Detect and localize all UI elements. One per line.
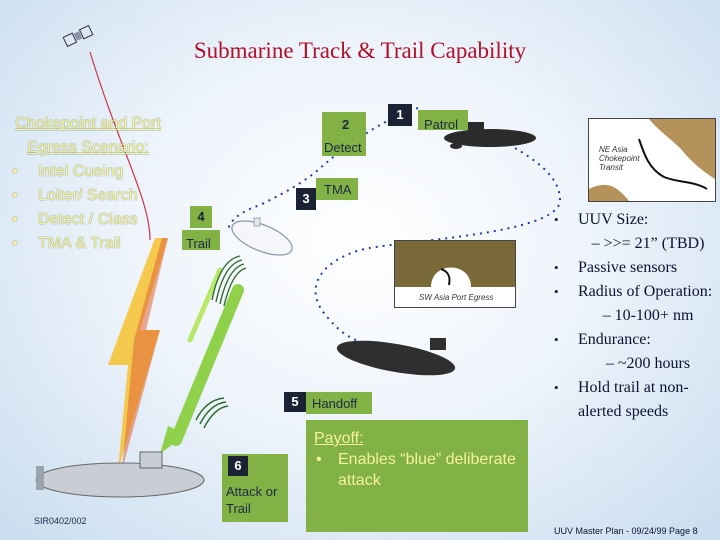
spec-radius: Radius of Operation: (548, 280, 718, 304)
spec-size: UUV Size: (548, 208, 718, 232)
step-6-label: Attack or Trail (226, 484, 278, 516)
step-2-box (322, 112, 366, 156)
slide-title: Submarine Track & Trail Capability (193, 38, 527, 63)
ne-asia-inset: NE Asia Chokepoint Transit (588, 118, 716, 202)
ne-asia-caption: NE Asia Chokepoint Transit (599, 145, 640, 172)
uuv-path (227, 107, 419, 231)
footer-text: UUV Master Plan - 09/24/99 Page 8 (554, 526, 698, 536)
spec-endurance-detail: – ~200 hours (605, 355, 691, 372)
step-1-number: 1 (388, 104, 412, 126)
payoff-bullet: Enables “blue” deliberate attack (314, 449, 520, 491)
step-3-number: 3 (296, 188, 316, 210)
friendly-submarine-shape (35, 451, 205, 498)
sw-asia-inset: SW Asia Port Egress (394, 240, 516, 308)
step-4-box (182, 230, 220, 250)
spec-passive: Passive sensors (548, 256, 718, 280)
satellite-icon (62, 24, 94, 48)
acoustic-ripples (195, 255, 247, 429)
scenario-item: Intel Cueing (8, 160, 168, 184)
scenario-list: Chokepoint and Port Egress Scenario: Int… (8, 112, 168, 256)
uuv-specs-list: UUV Size: – >>= 21” (TBD) Passive sensor… (548, 208, 718, 424)
step-1-label: Patrol (424, 117, 458, 132)
step-3-box (316, 178, 358, 200)
sw-asia-caption: SW Asia Port Egress (419, 293, 494, 302)
step-2-label: Detect (324, 140, 362, 155)
payoff-box: Payoff: Enables “blue” deliberate attack (306, 420, 528, 532)
scenario-item: Detect / Class (8, 208, 168, 232)
step-3-label: TMA (324, 182, 352, 197)
track-path (314, 127, 562, 351)
step-5-number: 5 (284, 392, 306, 412)
comm-arrows (160, 267, 244, 454)
step-4-number: 4 (190, 206, 212, 228)
payoff-heading: Payoff: (314, 430, 364, 447)
step-5-box (306, 392, 372, 414)
spec-radius-detail: – 10-100+ nm (602, 307, 694, 324)
scenario-heading: Chokepoint and Port Egress Scenario: (15, 115, 161, 156)
ne-asia-map (589, 119, 715, 201)
source-note: SIR0402/002 (34, 516, 87, 526)
step-5-label: Handoff (312, 396, 358, 411)
scenario-item: TMA & Trail (8, 232, 168, 256)
spec-size-detail: – >>= 21” (TBD) (591, 235, 705, 252)
scenario-item: Loiter/ Search (8, 184, 168, 208)
step-6-number: 6 (228, 456, 248, 476)
target-submarine-shape (336, 338, 456, 376)
sw-asia-map (395, 241, 515, 287)
patrol-submarine-shape (444, 122, 536, 149)
step-2-number: 2 (342, 117, 350, 132)
step-1-box (418, 110, 468, 130)
step-4-label: Trail (186, 236, 211, 251)
uuv-shape (231, 217, 293, 256)
spec-endurance: Endurance: (548, 328, 718, 352)
spec-hold-trail: Hold trail at non-alerted speeds (548, 376, 718, 424)
